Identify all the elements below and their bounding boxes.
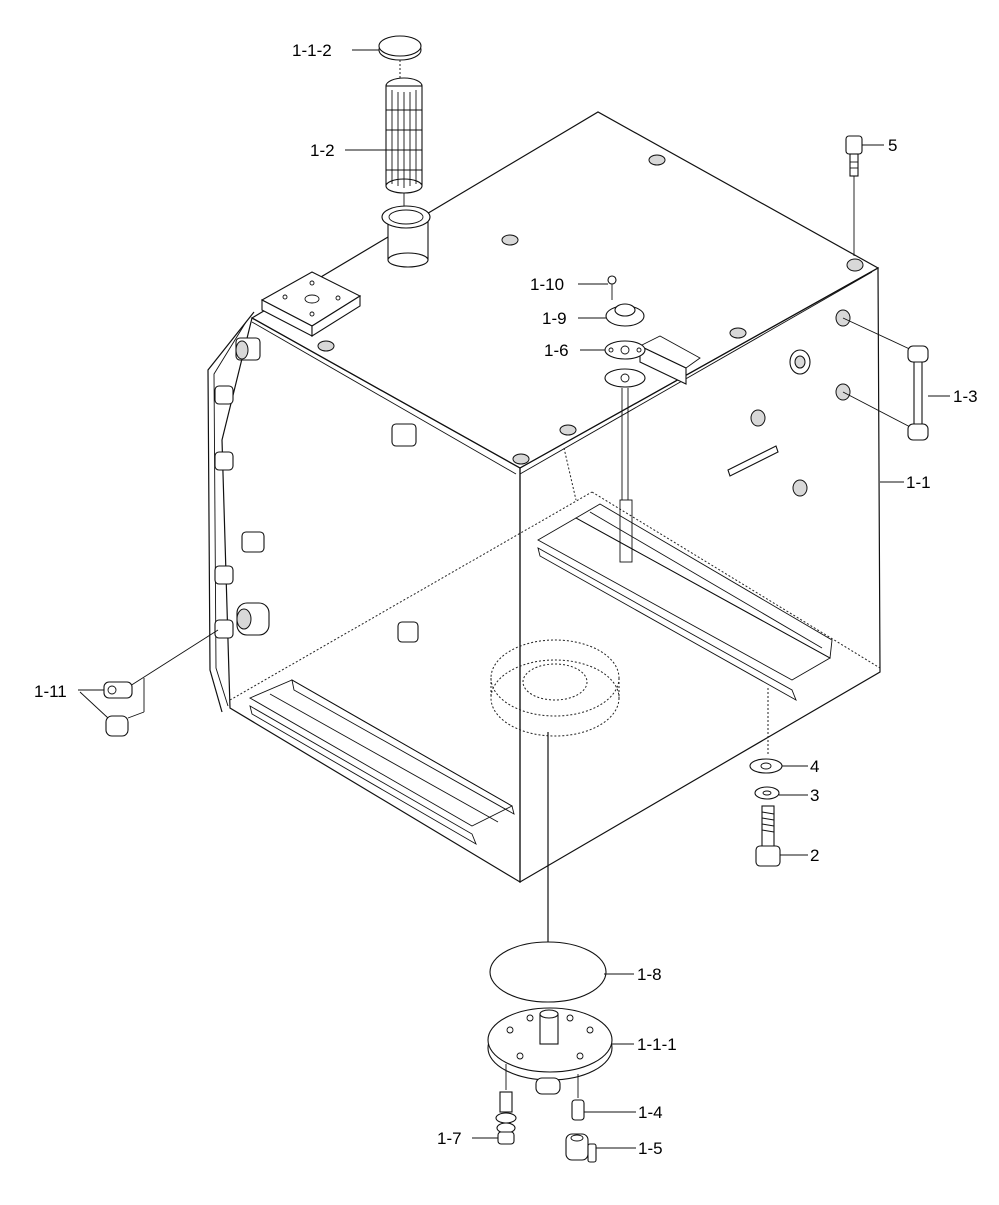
filler-neck: [381, 205, 431, 268]
callout-2: 2: [810, 846, 819, 865]
callout-1-6: 1-6: [544, 341, 569, 360]
callout-1-5: 1-5: [638, 1139, 663, 1158]
left-bosses: [214, 337, 419, 643]
callout-5: 5: [888, 136, 897, 155]
internal-flange: [490, 639, 620, 737]
sight-gauge: [842, 317, 929, 441]
internal-channel-right: [537, 503, 833, 702]
callouts: 1-1-2 1-2 5 1-10 1-9 1-6 1-3 1-1 1-11 4 …: [34, 41, 978, 1158]
callout-1-11: 1-11: [34, 682, 67, 701]
bolt-5: [845, 135, 863, 256]
internal-channel-left: [248, 679, 515, 846]
level-sensor-assembly: [604, 275, 701, 563]
tank-body: [207, 111, 881, 884]
callout-1-3: 1-3: [953, 387, 978, 406]
filler-cap: [378, 35, 422, 61]
strainer-element: [385, 77, 423, 194]
callout-1-10: 1-10: [530, 275, 564, 294]
fitting-1-4: [571, 1074, 585, 1121]
mounting-hardware: [749, 688, 783, 867]
callout-1-7: 1-7: [437, 1129, 462, 1148]
mounting-pad: [260, 271, 362, 337]
callout-3: 3: [810, 786, 819, 805]
callout-1-8: 1-8: [637, 965, 662, 984]
leader-lines: [78, 49, 950, 1149]
drain-bolt-1-7: [495, 1064, 517, 1145]
callout-1-2: 1-2: [310, 141, 335, 160]
bottom-flange: [487, 1007, 613, 1095]
callout-4: 4: [810, 757, 819, 776]
callout-1-9: 1-9: [542, 309, 567, 328]
top-bosses: [317, 154, 864, 465]
callout-1-1-2: 1-1-2: [292, 41, 332, 60]
gasket: [489, 941, 607, 1003]
right-bosses: [727, 309, 851, 497]
callout-1-1: 1-1: [906, 473, 931, 492]
callout-1-1-1: 1-1-1: [637, 1035, 677, 1054]
callout-1-4: 1-4: [638, 1103, 663, 1122]
drain-plugs: [103, 629, 219, 737]
elbow-1-5: [565, 1133, 597, 1163]
